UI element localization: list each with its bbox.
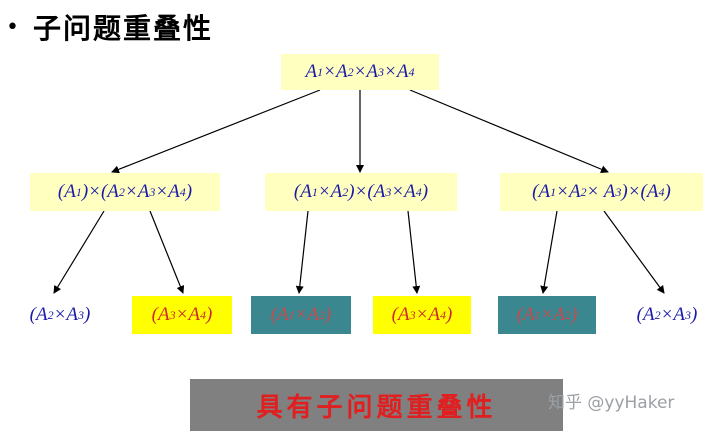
edge-root-to-split-3 [409,89,609,174]
conclusion-banner: 具有子问题重叠性 [190,379,563,431]
edge-split-1-to-a2a3 [53,210,105,294]
slide-heading: • 子问题重叠性 [6,8,213,46]
edge-split-1-to-a3a4 [149,210,185,294]
bullet-point: • [6,14,19,40]
edge-split-2-to-a3a4 [407,210,421,294]
watermark: 知乎 @yyHaker [548,393,675,413]
edge-split-3-to-a1a2 [540,210,558,294]
edge-root-to-split-1 [111,89,321,174]
edge-split-3-to-a2a3 [603,210,665,294]
edge-split-2-to-a1a2 [295,210,309,294]
slide-title: 子问题重叠性 [32,12,213,45]
conclusion-text: 具有子问题重叠性 [256,392,497,423]
